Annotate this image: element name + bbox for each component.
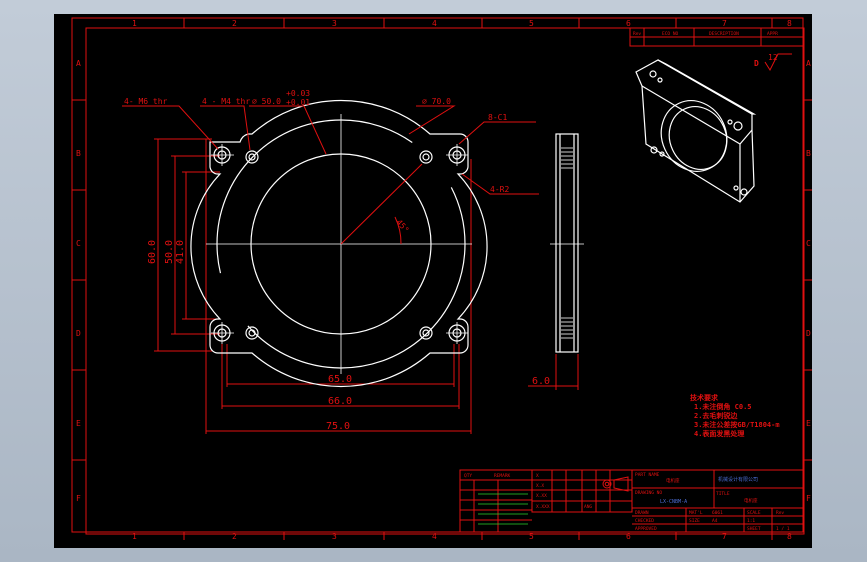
tb-part-name: 电机座 [666,477,680,484]
tb-company: 机械设计有限公司 [718,476,758,483]
row-label: F [76,494,81,503]
row-label: D [76,329,81,338]
notes-line: 技术要求 [690,393,719,402]
col-label: 5 [529,19,534,28]
description-header: DESCRIPTION [709,31,739,37]
radius-callout: 4-R2 [490,185,509,194]
row-label: B [76,149,81,158]
col-label: 8 [787,19,792,28]
surface-finish-symbol: D 12 [754,53,792,72]
tb-part-name-label: PART NAME [635,472,660,478]
col-label: 2 [232,532,237,541]
col-label: 1 [132,19,137,28]
tb-material-label: MAT'L [689,510,703,516]
tb-title: 电机座 [744,497,758,504]
front-view: 75.0 66.0 65.0 60.0 50.0 41.0 [122,89,539,434]
row-label: E [76,419,81,428]
eco-header: ECO NO [662,31,679,37]
dim-height-inner: 41.0 [175,240,186,264]
col-label: 3 [332,532,337,541]
row-label: A [806,59,811,68]
tb-size: A4 [712,518,718,524]
col-label: 5 [529,532,534,541]
row-labels: A B C D E F A B C D E F [76,59,811,503]
dim-height-mid: 50.0 [164,240,175,264]
plate-outline [190,99,488,388]
tb-drawing-no: LX-CNBM-A [660,499,687,505]
row-label: D [806,329,811,338]
tb-sheet-label: SHEET [747,526,761,532]
angle-label: 45° [394,218,410,235]
dim-width-outer: 75.0 [326,421,350,432]
col-label: 7 [722,532,727,541]
side-view: 6.0 [528,133,584,390]
tb-drawing-no-label: DRAWING NO [635,490,662,496]
col-label: 1 [132,532,137,541]
col-label: 6 [626,532,631,541]
col-label: 2 [232,19,237,28]
isometric-view [635,59,757,203]
tb-tol: X.X [536,483,544,489]
tb-scale-label: SCALE [747,510,761,516]
tb-tol: X.XXX [536,504,550,510]
dim-thickness: 6.0 [532,376,550,387]
rev-header: Rev [633,31,641,37]
tb-size-label: SIZE [689,518,700,524]
tb-material: 6061 [712,510,723,516]
projection-symbol-icon [602,476,629,492]
surface-letter: D [754,59,759,68]
tb-qty-header: QTY [464,473,472,479]
row-label: B [806,149,811,158]
appr-header: APPR [767,31,778,37]
tb-sheet: 1 / 1 [776,526,790,532]
outer-dia-callout: ⌀ 70.0 [422,97,451,106]
col-label: 4 [432,532,437,541]
revision-table: Rev ECO NO DESCRIPTION APPR [629,27,805,47]
bore-tol-lower: +0.01 [286,98,310,107]
technical-notes: 技术要求 1.未注倒角 C0.5 2.去毛刺锐边 3.未注公差按GB/T1804… [690,393,780,438]
tb-tol: X.XX [536,493,547,499]
bore-tol-upper: +0.03 [286,89,310,98]
m6-callout: 4- M6 thr [124,97,168,106]
tb-title-label: TITLE [716,491,730,497]
col-label: 7 [722,19,727,28]
tb-remark-header: REMARK [494,473,511,479]
row-label: C [806,239,811,248]
tb-checked-label: CHECKED [635,518,654,524]
col-label: 4 [432,19,437,28]
notes-line: 2.去毛刺锐边 [694,411,738,420]
bore-callout: ⌀ 50.0 [252,97,281,106]
column-ticks [72,18,812,540]
notes-line: 4.表面发黑处理 [694,429,744,438]
tb-tol: X [536,473,539,479]
leader-lines [122,105,539,195]
title-block: QTY REMARK X X.X X.XX X.XXX ANG PART NAM… [459,469,805,533]
row-label: E [806,419,811,428]
column-labels: 1 2 3 4 5 6 7 8 1 2 3 4 5 6 7 8 [132,19,792,541]
col-label: 6 [626,19,631,28]
tb-approved-label: APPROVED [635,526,657,532]
chamfer-callout: 8-C1 [488,113,507,122]
row-label: A [76,59,81,68]
surface-value: 12 [768,53,778,62]
dim-height-outer: 60.0 [147,240,158,264]
drawing-sheet: 1 2 3 4 5 6 7 8 1 2 3 4 5 6 7 8 A B C D … [71,17,812,541]
cad-viewport[interactable]: 1 2 3 4 5 6 7 8 1 2 3 4 5 6 7 8 A B C D … [54,14,812,548]
col-label: 3 [332,19,337,28]
col-label: 8 [787,532,792,541]
m4-callout: 4 - M4 thr [202,97,250,106]
tb-rev-label: Rev [776,510,784,516]
outer-frame [71,17,804,533]
tb-drawn-label: DRAWN [635,510,649,516]
row-label: C [76,239,81,248]
notes-line: 1.未注倒角 C0.5 [694,402,752,411]
inner-frame [85,27,805,535]
notes-line: 3.未注公差按GB/T1804-m [694,420,780,429]
dim-width-inner: 65.0 [328,374,352,385]
row-label: F [806,494,811,503]
tb-tol: ANG [584,504,592,510]
dim-width-mid: 66.0 [328,396,352,407]
tb-scale: 1:1 [747,518,755,524]
